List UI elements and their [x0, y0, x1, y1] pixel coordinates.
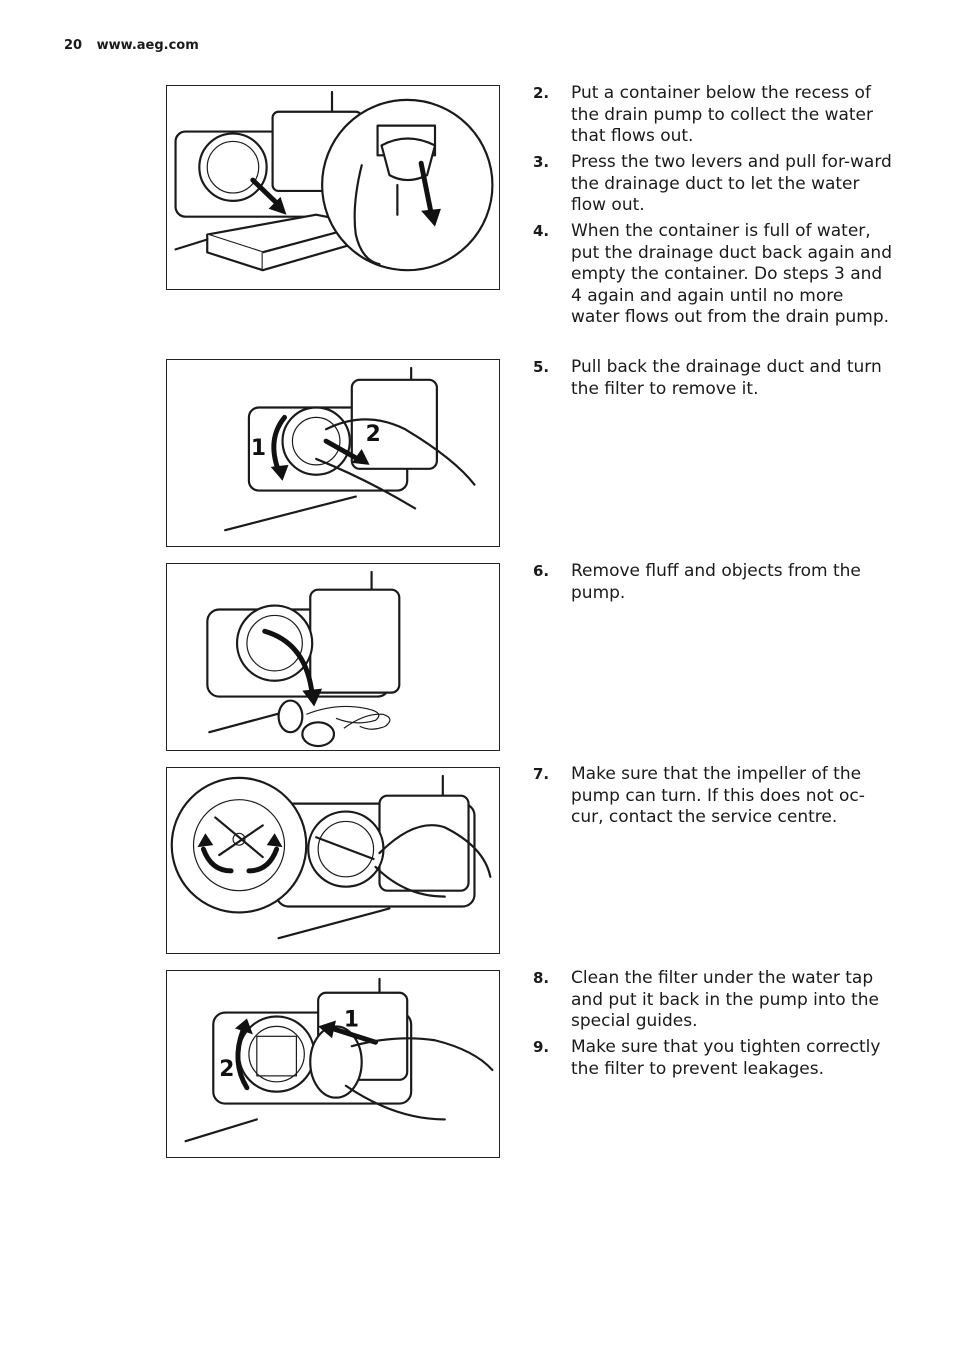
figure-drain-container — [166, 85, 500, 290]
page-header: 20 www.aeg.com — [64, 38, 199, 53]
step-number: 3. — [533, 153, 550, 171]
arrow-label-1: 1 — [344, 1007, 359, 1032]
illustration-check-impeller — [170, 774, 492, 940]
step-number: 8. — [533, 969, 550, 987]
figure-check-impeller — [166, 767, 500, 954]
step-number: 6. — [533, 562, 550, 580]
step-number: 9. — [533, 1038, 550, 1056]
arrow-label-2: 2 — [366, 422, 381, 447]
illustration-refit-filter: 1 2 — [184, 977, 494, 1143]
step-text: Press the two levers and pull for-ward t… — [571, 152, 892, 215]
step-text: Remove fluff and objects from the pump. — [571, 561, 861, 603]
step-number: 7. — [533, 765, 550, 783]
illustration-drain-container — [174, 90, 494, 272]
site-url: www.aeg.com — [96, 38, 199, 53]
step-text: Clean the filter under the water tap and… — [571, 968, 880, 1031]
figure-remove-filter: 1 2 — [166, 359, 500, 547]
arrow-label-1: 1 — [251, 436, 266, 461]
step-text: When the container is full of water, put… — [571, 221, 892, 327]
step-text: Make sure that you tighten correctly the… — [571, 1037, 881, 1079]
arrow-label-2: 2 — [219, 1057, 234, 1082]
step-number: 4. — [533, 222, 550, 240]
figure-refit-filter: 1 2 — [166, 970, 500, 1158]
figure-remove-fluff — [166, 563, 500, 751]
illustration-remove-fluff — [206, 570, 401, 748]
step-number: 2. — [533, 84, 550, 102]
step-text: Pull back the drainage duct and turn the… — [571, 357, 882, 399]
step-number: 5. — [533, 358, 550, 376]
illustration-remove-filter: 1 2 — [224, 366, 476, 532]
page-number: 20 — [64, 38, 83, 53]
step-text: Make sure that the impeller of the pump … — [571, 764, 865, 827]
step-text: Put a container below the recess of the … — [571, 83, 873, 146]
